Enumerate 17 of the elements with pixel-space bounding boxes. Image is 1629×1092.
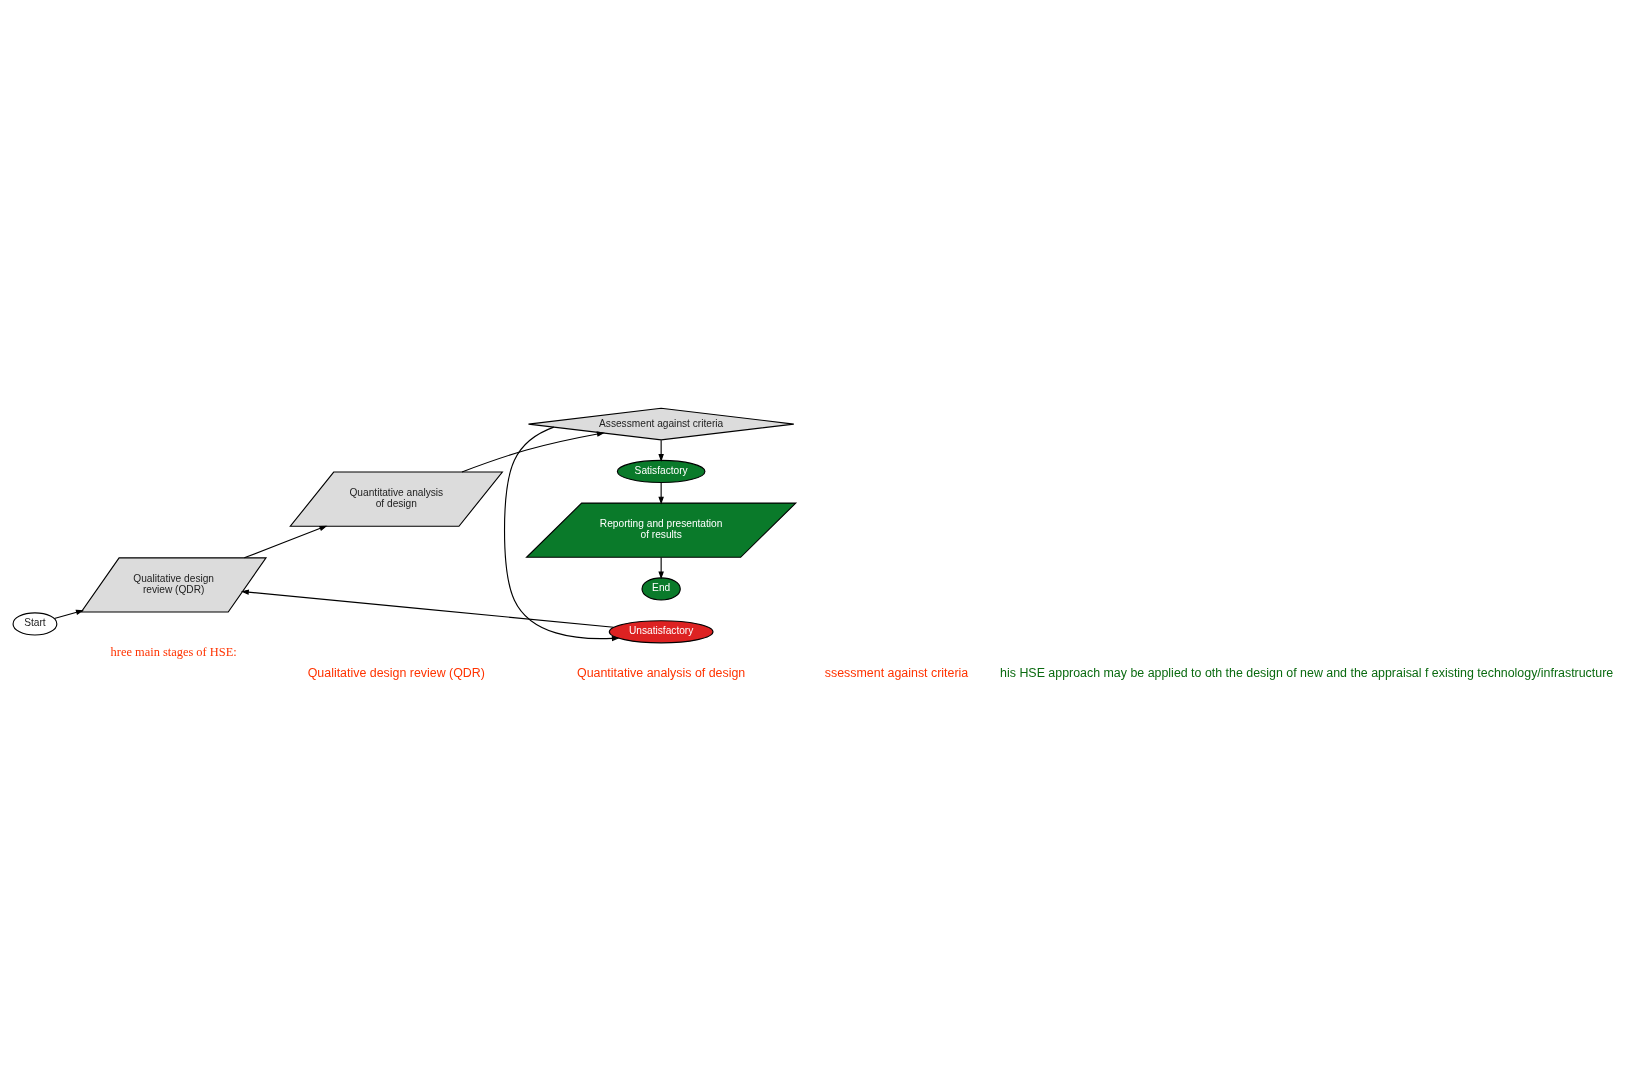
label: hree main stages of HSE: <box>110 644 237 659</box>
label: Qualitative design review (QDR) <box>307 665 485 680</box>
label: his HSE approach may be applied to oth the design of new and the appraisal f existing technology/infrastructure <box>1000 665 1614 680</box>
label: Quantitative analysis of design <box>577 665 746 680</box>
arrow <box>503 426 620 642</box>
node-ellipse: End <box>641 577 681 601</box>
node-ellipse: Satisfactory <box>616 459 706 484</box>
node-diamond: Assessment against criteria <box>527 407 795 441</box>
arrow <box>658 556 664 580</box>
arrow <box>658 439 664 462</box>
label: ssessment against criteria <box>824 665 969 680</box>
arrow <box>243 525 328 559</box>
arrow <box>53 609 84 620</box>
arrow <box>658 482 664 505</box>
node-ellipse: Start <box>12 612 58 636</box>
arrow <box>461 431 605 473</box>
arrow <box>240 589 615 628</box>
